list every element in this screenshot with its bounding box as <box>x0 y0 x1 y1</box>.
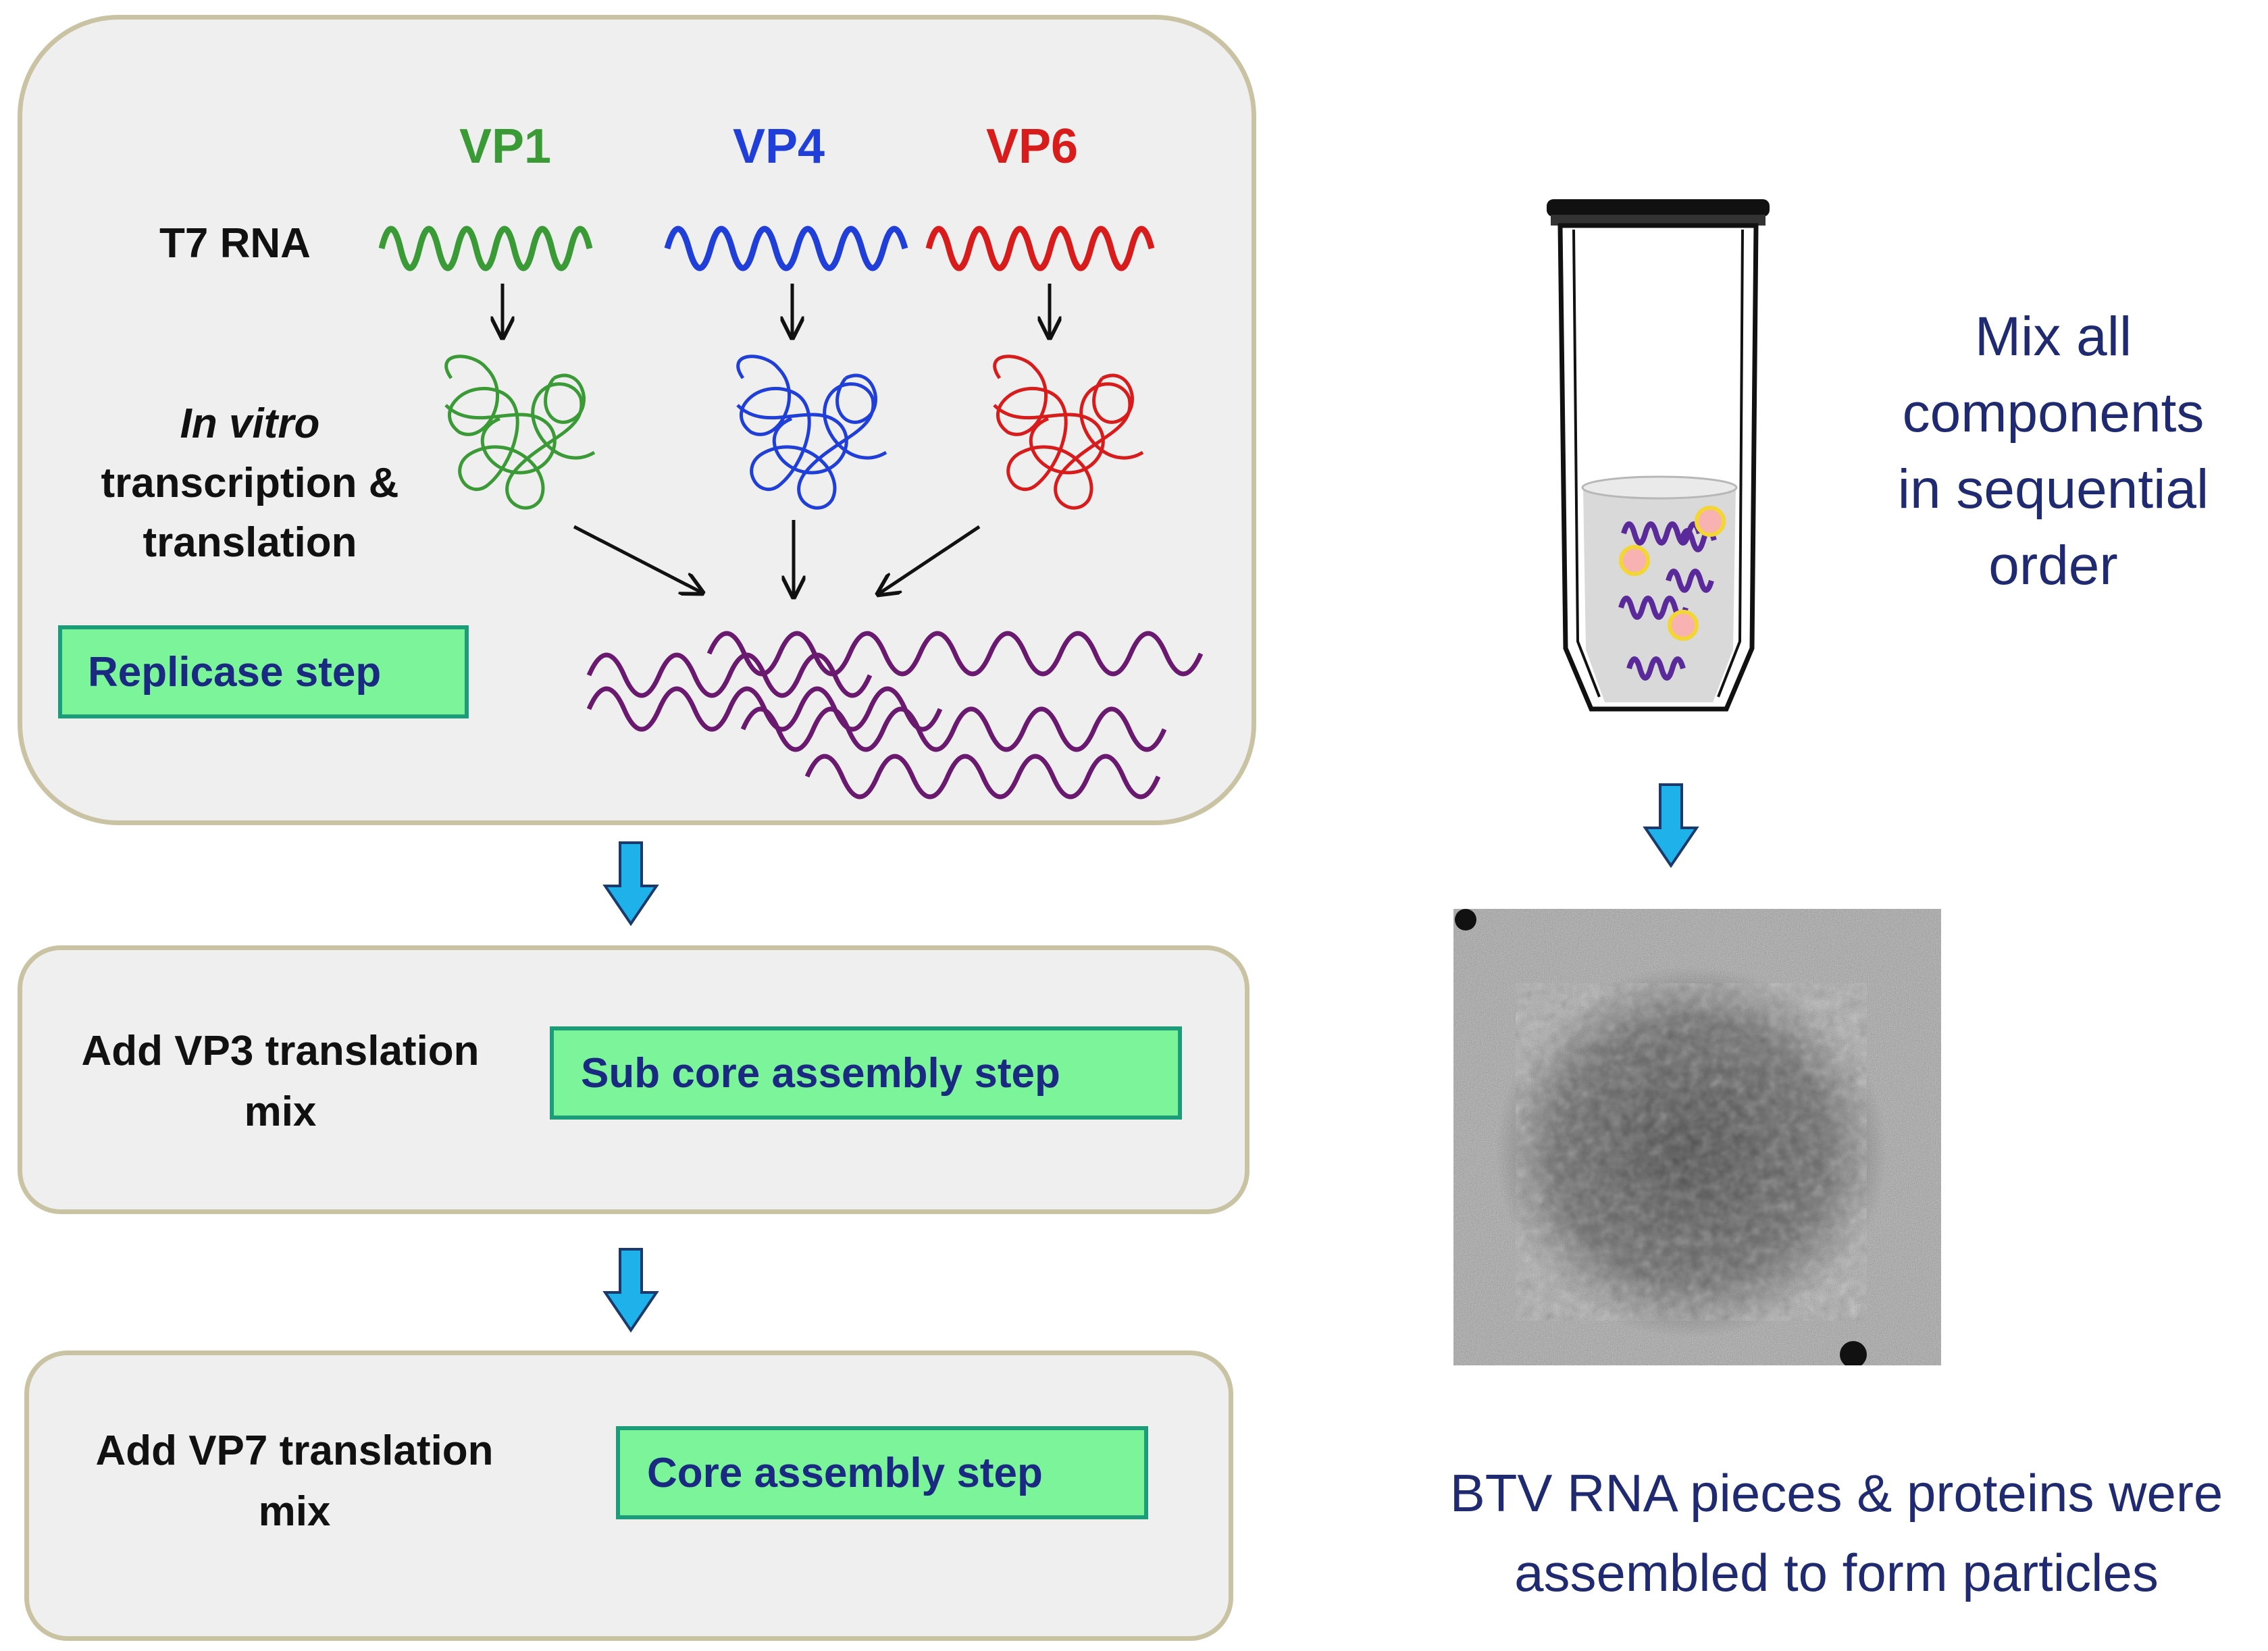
result-text-line1: BTV RNA pieces & proteins were <box>1449 1463 2223 1523</box>
process-label-italic: In vitro <box>180 400 320 447</box>
mix-text-line2: components <box>1902 382 2205 444</box>
mix-text-line3: in sequential <box>1897 458 2209 521</box>
core-step-box: Core assembly step <box>616 1426 1148 1519</box>
mix-text: Mix all components in sequential order <box>1844 298 2263 604</box>
converge-arrow-right <box>878 525 981 594</box>
t7-rna-label: T7 RNA <box>159 220 311 267</box>
flow-arrow-icon <box>602 1248 659 1333</box>
vp4-label: VP4 <box>733 120 825 174</box>
flow-arrow-icon <box>1643 783 1699 868</box>
vp1-label: VP1 <box>459 120 552 174</box>
vp1-rna-wave <box>378 226 593 271</box>
subcore-step-label: Sub core assembly step <box>581 1049 1060 1097</box>
process-label: In vitro transcription & translation <box>74 394 426 573</box>
subcore-text-line2: mix <box>244 1089 317 1135</box>
process-label-line3: translation <box>143 519 357 566</box>
replicase-step-box: Replicase step <box>58 625 469 718</box>
rna-strands <box>586 631 1204 800</box>
replicase-step-label: Replicase step <box>88 648 382 696</box>
result-text: BTV RNA pieces & proteins were assembled… <box>1405 1453 2268 1613</box>
vp4-protein-tangle <box>736 355 887 510</box>
subcore-text-line1: Add VP3 translation <box>81 1028 480 1074</box>
micrograph-image <box>1453 909 1941 1365</box>
flow-arrow-icon <box>602 841 659 926</box>
vp6-rna-wave <box>925 226 1155 271</box>
mix-text-line1: Mix all <box>1974 306 2132 367</box>
core-text-line2: mix <box>258 1488 331 1535</box>
core-step-label: Core assembly step <box>647 1449 1043 1496</box>
vp6-label: VP6 <box>986 120 1079 174</box>
vp1-protein-tangle <box>444 355 596 510</box>
mix-text-line4: order <box>1988 535 2118 597</box>
subcore-text: Add VP3 translation mix <box>68 1021 493 1143</box>
subcore-step-box: Sub core assembly step <box>550 1026 1182 1120</box>
vp4-rna-wave <box>664 226 908 271</box>
process-label-line2: transcription & <box>101 460 399 506</box>
result-text-line2: assembled to form particles <box>1514 1543 2159 1602</box>
core-text-line1: Add VP7 translation <box>95 1427 494 1474</box>
converge-arrow-left <box>573 525 702 593</box>
test-tube-icon <box>1547 199 1770 712</box>
vp6-protein-tangle <box>993 355 1144 510</box>
core-text: Add VP7 translation mix <box>78 1421 511 1542</box>
